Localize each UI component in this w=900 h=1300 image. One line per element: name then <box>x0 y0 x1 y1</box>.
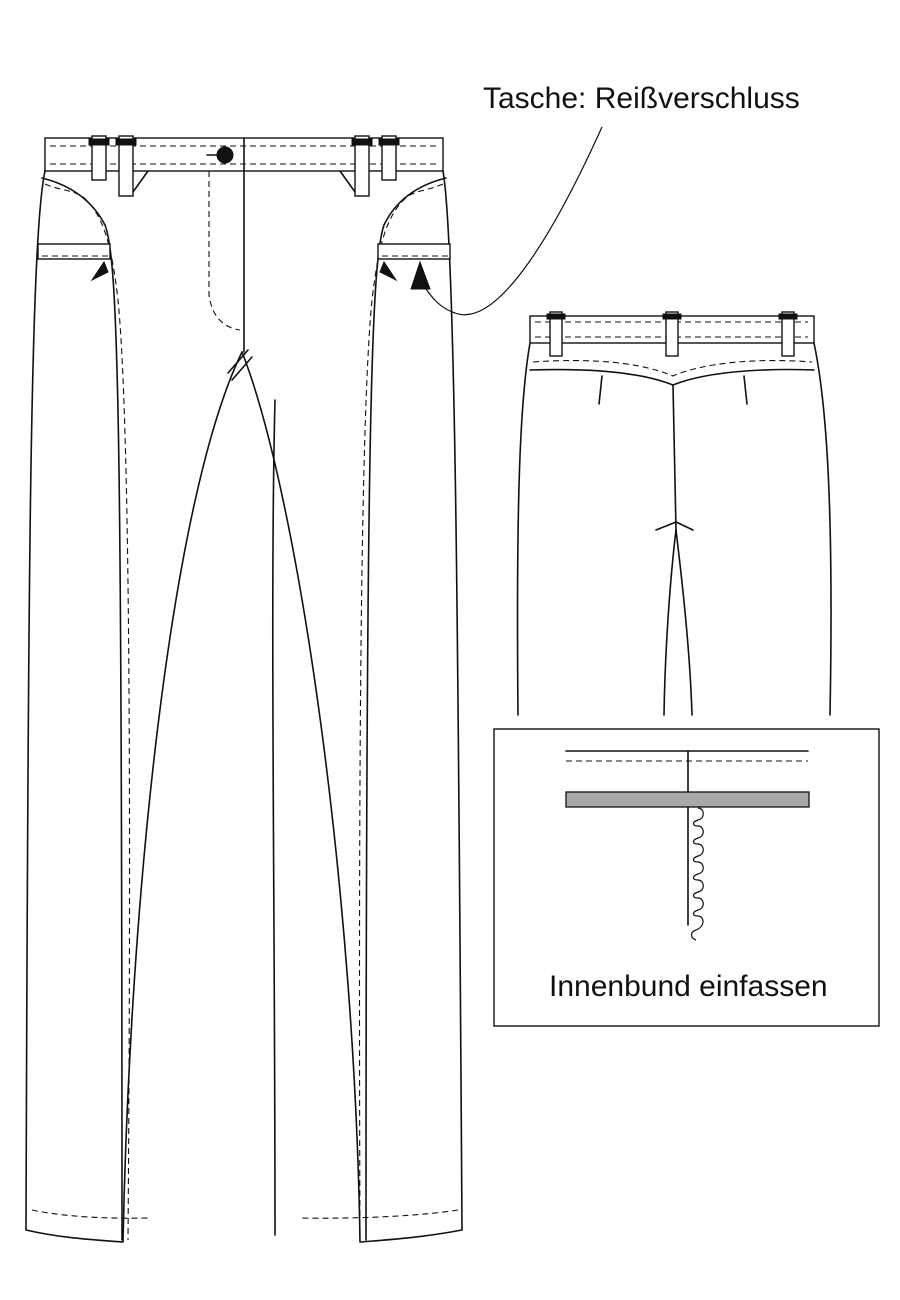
belt-loop-right-2 <box>378 135 400 181</box>
back-dart-right <box>743 375 748 405</box>
back-view-trousers <box>516 311 832 716</box>
front-dart-left <box>132 170 149 193</box>
front-view-trousers <box>25 135 463 1243</box>
back-belt-loop-right <box>778 311 798 357</box>
front-dart-right <box>339 170 356 193</box>
front-belt-loops <box>88 135 400 197</box>
detail-caption: Innenbund einfassen <box>549 970 828 1003</box>
detail-frame <box>493 728 880 1027</box>
back-yoke-seam <box>529 368 815 386</box>
binding-strip <box>565 791 810 808</box>
belt-loop-left-1 <box>88 135 110 181</box>
back-belt-loops <box>546 311 798 357</box>
pocket-callout-leader-line <box>423 126 603 316</box>
crotch-bartack-icon <box>655 521 694 531</box>
pocket-callout-label: Tasche: Reißverschluss <box>483 82 800 115</box>
left-zipper-pocket <box>37 243 111 282</box>
front-fly <box>208 170 253 381</box>
belt-loop-right-1 <box>351 135 373 197</box>
overlock-stitch-icon <box>690 807 704 941</box>
back-center-seam <box>672 384 677 531</box>
waistband-button-icon <box>206 146 234 164</box>
front-right-leg <box>241 170 463 1243</box>
back-belt-loop-left <box>546 311 566 357</box>
callout-arrowhead-icon <box>410 260 431 290</box>
right-zipper-pocket <box>377 243 451 290</box>
front-waistband <box>44 137 444 172</box>
back-dart-left <box>598 375 603 405</box>
back-belt-loop-center <box>662 311 682 357</box>
waistband-binding-detail: Innenbund einfassen <box>493 728 880 1027</box>
front-left-leg <box>25 170 243 1243</box>
zipper-pull-icon <box>379 260 398 282</box>
zipper-pull-icon <box>90 260 109 282</box>
back-left-side-seam <box>516 342 531 716</box>
belt-loop-left-2 <box>115 135 137 197</box>
back-right-side-seam <box>813 342 832 716</box>
